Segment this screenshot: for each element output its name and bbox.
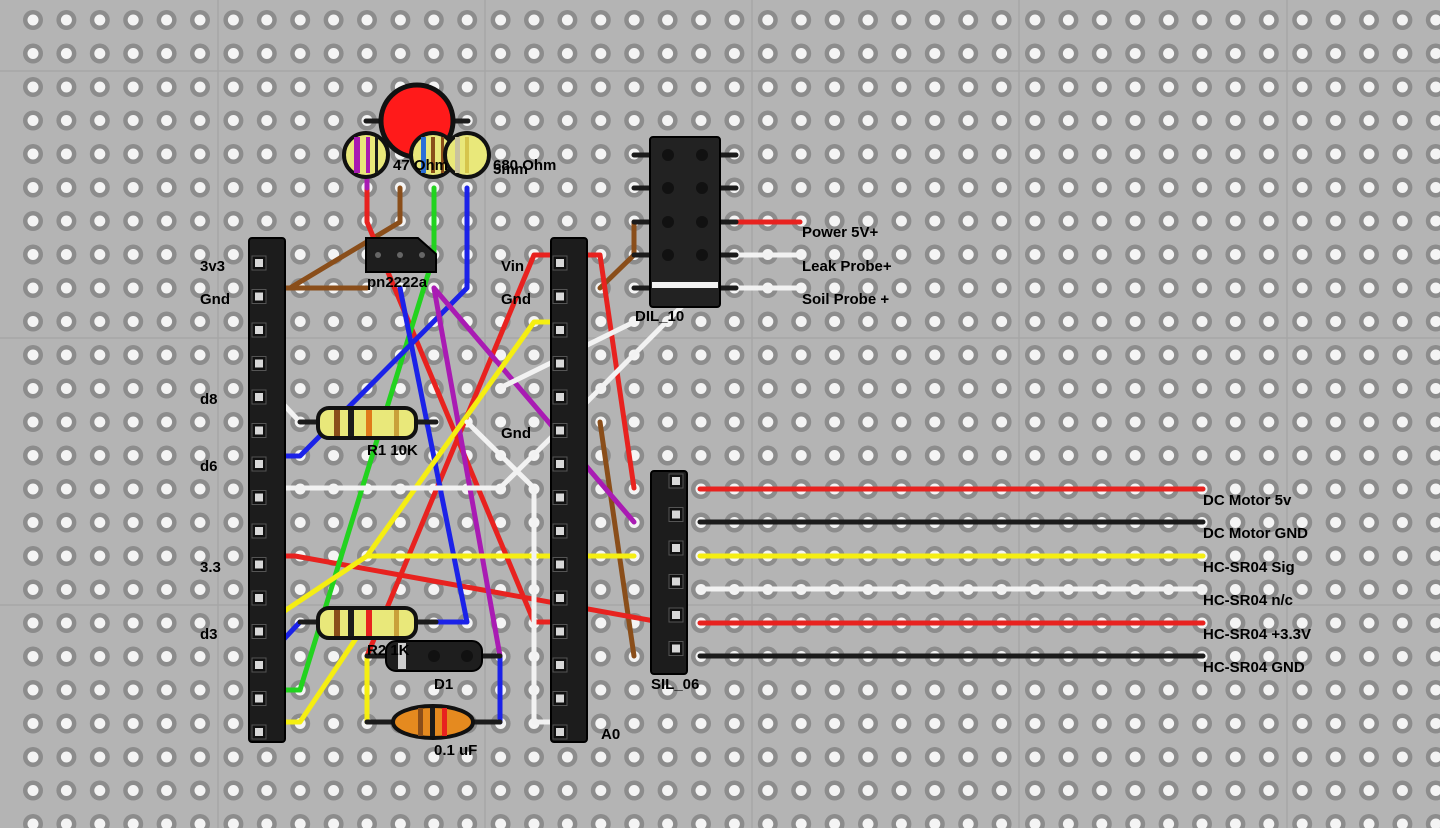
header-left-pins	[251, 255, 267, 740]
label-d1: D1	[434, 676, 453, 693]
resistor-47ohm[interactable]	[342, 131, 390, 179]
label-vin: Vin	[501, 258, 524, 275]
label-gnd-left: Gnd	[200, 291, 230, 308]
label-680ohm: 680 Ohm	[493, 157, 556, 174]
label-soil-probe: Soil Probe +	[802, 291, 889, 308]
wire-blue-d1[interactable]	[397, 285, 470, 625]
sil-socket[interactable]	[650, 470, 688, 675]
label-a0: A0	[601, 726, 620, 743]
label-3.3: 3.3	[200, 559, 221, 576]
labels: 3v3 Gnd d8 d6 3.3 d3 Vin Gnd Gnd A0 47 O…	[200, 157, 1311, 759]
label-dc-motor-5v: DC Motor 5v	[1203, 492, 1292, 509]
resistor-r1[interactable]	[297, 406, 439, 440]
resistor-r2[interactable]	[297, 606, 439, 640]
label-5mm: 5mm	[493, 161, 528, 178]
header-mid-pins	[552, 255, 568, 740]
transistor-pn2222a[interactable]	[365, 237, 437, 273]
label-r1: R1 10K	[367, 442, 418, 459]
label-power-5v: Power 5V+	[802, 224, 879, 241]
header-left[interactable]	[248, 237, 286, 743]
capacitor-0.1uF[interactable]	[364, 704, 503, 740]
label-d3: d3	[200, 626, 218, 643]
resistor-680ohm-b[interactable]	[443, 131, 491, 179]
label-dil10: DIL_10	[635, 308, 684, 325]
label-sil06: SIL_06	[651, 676, 699, 693]
label-d8: d8	[200, 391, 218, 408]
wire-brown-transistor-resistor[interactable]	[287, 185, 403, 291]
label-47ohm: 47 Ohm	[393, 157, 448, 174]
label-3v3: 3v3	[200, 258, 225, 275]
label-leak-probe: Leak Probe+	[802, 258, 892, 275]
wire-purple-sil[interactable]	[431, 285, 637, 525]
label-transistor: pn2222a	[367, 274, 428, 291]
label-dc-motor-gnd: DC Motor GND	[1203, 525, 1308, 542]
wire-purple-long[interactable]	[431, 285, 503, 659]
sil-pins	[668, 473, 684, 656]
label-hcsr04-gnd: HC-SR04 GND	[1203, 659, 1305, 676]
label-hcsr04-nc: HC-SR04 n/c	[1203, 592, 1293, 609]
dil-socket[interactable]	[631, 136, 739, 308]
label-hcsr04-sig: HC-SR04 Sig	[1203, 559, 1295, 576]
label-gnd-mid-1: Gnd	[501, 291, 531, 308]
label-gnd-mid-2: Gnd	[501, 425, 531, 442]
diode-d1[interactable]	[364, 640, 503, 672]
label-hcsr04-3v3: HC-SR04 +3.3V	[1203, 626, 1311, 643]
label-d6: d6	[200, 458, 218, 475]
label-r2: R2 1K	[367, 642, 410, 659]
label-cap: 0.1 uF	[434, 742, 477, 759]
header-mid[interactable]	[550, 237, 588, 743]
wire-white-d6[interactable]	[265, 419, 570, 491]
